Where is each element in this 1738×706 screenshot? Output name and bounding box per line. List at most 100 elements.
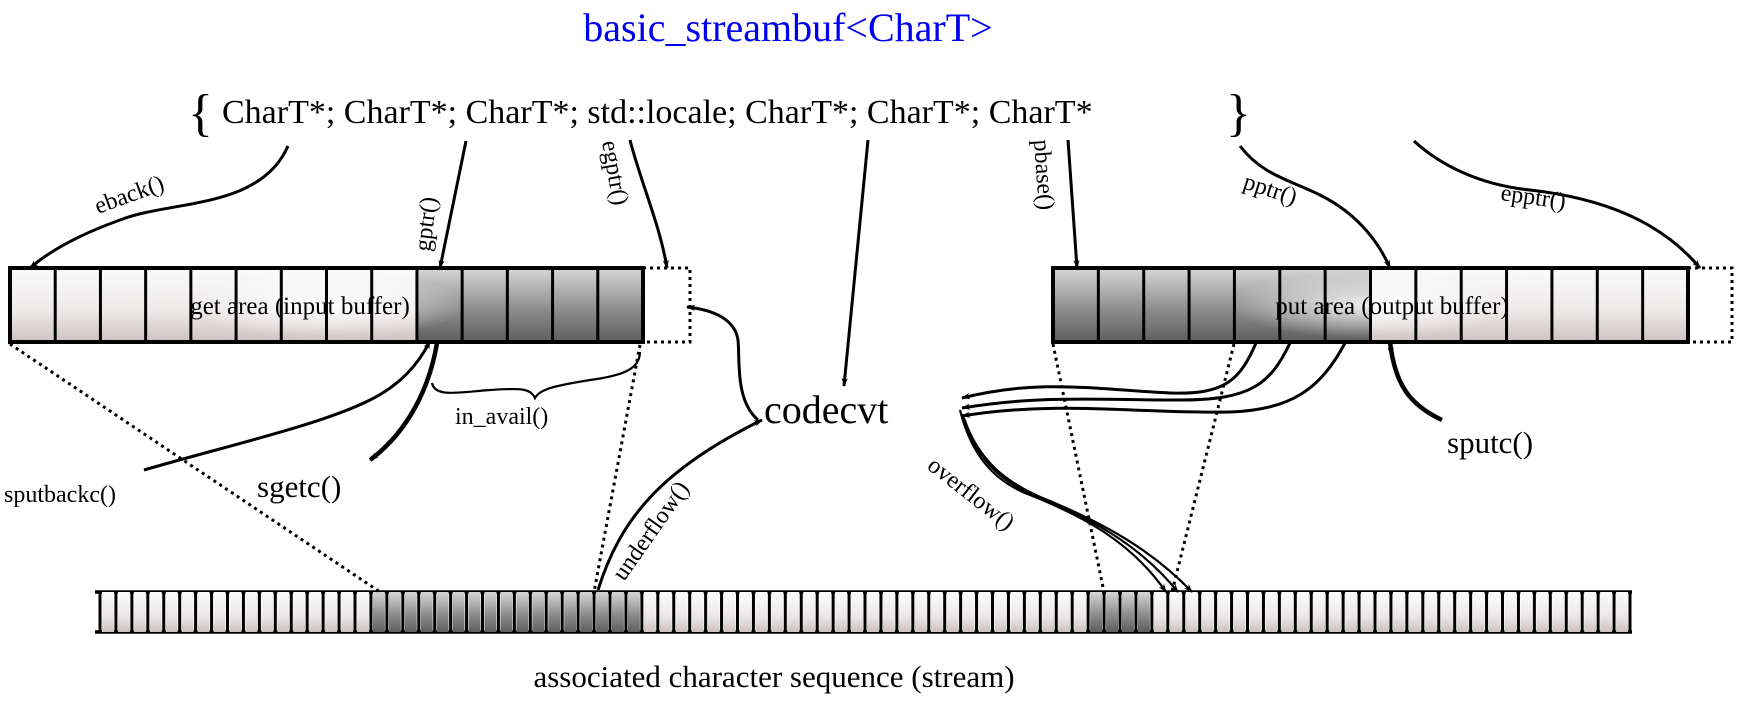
stream-cell	[627, 592, 640, 632]
stream-cell	[1233, 592, 1246, 632]
stream-cell	[1090, 592, 1103, 632]
stream-cell	[643, 592, 656, 632]
stream-cell	[181, 592, 194, 632]
get-area-end-slot	[643, 266, 692, 344]
stream-cell	[1361, 592, 1373, 632]
stream-cell	[1106, 592, 1118, 632]
stream-cell	[1281, 592, 1294, 632]
stream-cell	[1249, 592, 1262, 632]
stream-cell	[1026, 592, 1039, 632]
diagram-title: basic_streambuf<CharT>	[583, 5, 992, 50]
stream-cell	[229, 592, 242, 632]
epptr-arrow	[1412, 139, 1702, 269]
codecvt-to-get-area-arrow	[686, 304, 760, 422]
stream-cell	[372, 592, 385, 632]
stream-cell	[596, 592, 608, 632]
stream-cell	[1552, 592, 1565, 632]
stream-cell	[771, 592, 784, 632]
egptr-label: egptr()	[596, 139, 633, 208]
sgetc-label: sgetc()	[257, 469, 341, 504]
stream-cell	[1010, 592, 1023, 632]
put-area-cell	[1506, 268, 1552, 342]
stream-cell	[1568, 592, 1581, 632]
stream-cell	[309, 592, 322, 632]
stream-cell	[1297, 592, 1310, 632]
get-area-cell	[145, 268, 191, 342]
get-area-buffer	[8, 266, 645, 344]
stream-cell	[1520, 592, 1533, 632]
pbase-label: pbase()	[1028, 139, 1059, 211]
stream-cell	[197, 592, 210, 632]
underflow-label: underflow()	[608, 477, 695, 586]
overflow-label: overflow()	[922, 452, 1019, 536]
stream-sequence	[95, 590, 1632, 634]
gptr-label: gptr()	[410, 195, 442, 252]
put-area-border	[1051, 266, 1690, 344]
stream-cell	[325, 592, 338, 632]
get-area-cell	[100, 268, 146, 342]
stream-cell	[133, 592, 146, 632]
stream-cell	[946, 592, 959, 632]
stream-cell	[102, 592, 114, 632]
stream-cell	[1536, 592, 1549, 632]
stream-cell	[1345, 592, 1358, 632]
epptr-label: epptr()	[1499, 180, 1567, 215]
stream-cell	[484, 592, 497, 632]
stream-cell	[723, 592, 736, 632]
put-area-cell	[1597, 268, 1643, 342]
struct-open-brace: {	[188, 85, 213, 142]
stream-cell	[612, 592, 624, 632]
get-area-border	[8, 266, 645, 344]
stream-cell	[1440, 592, 1453, 632]
stream-cell	[1329, 592, 1342, 632]
gptr-arrow	[438, 140, 468, 269]
sputbackc-arrow	[143, 340, 432, 472]
stream-cell	[819, 592, 832, 632]
stream-cell	[1137, 592, 1150, 632]
underflow-arrow	[596, 418, 763, 591]
sputbackc-label: sputbackc()	[4, 482, 116, 508]
stream-cell	[803, 592, 816, 632]
stream-cell	[149, 592, 162, 632]
stream-cell	[452, 592, 465, 632]
stream-cell	[707, 592, 720, 632]
put-area-label: put area (output buffer)	[1275, 293, 1508, 320]
stream-cell	[1377, 592, 1389, 632]
stream-cell	[1600, 592, 1613, 632]
put-area-cell	[1642, 268, 1688, 342]
stream-cell	[851, 592, 863, 632]
stream-cell	[1313, 592, 1326, 632]
put-area-cell	[1189, 268, 1235, 342]
sputc-arrow	[1387, 341, 1443, 423]
stream-cell	[420, 592, 433, 632]
stream-cell	[1058, 592, 1071, 632]
stream-cell	[1265, 592, 1278, 632]
eback-arrow	[29, 145, 290, 270]
in-avail-label: in_avail()	[455, 404, 548, 430]
stream-cell	[1042, 592, 1055, 632]
stream-cell	[293, 592, 306, 632]
stream-cell	[739, 592, 752, 632]
codecvt-label: codecvt	[764, 387, 888, 432]
stream-cell	[1169, 592, 1182, 632]
stream-cell	[341, 592, 353, 632]
stream-cell	[277, 592, 290, 632]
get-area-cell	[507, 268, 553, 342]
pptr-label: pptr()	[1240, 169, 1300, 211]
stream-cell	[388, 592, 401, 632]
stream-cell	[1217, 592, 1230, 632]
stream-cell	[1074, 592, 1087, 632]
stream-cell	[1504, 592, 1517, 632]
get-area-label: get area (input buffer)	[190, 293, 410, 320]
stream-cell	[835, 592, 848, 632]
eback-label: eback()	[91, 171, 168, 220]
stream-cell	[898, 592, 911, 632]
put-area-projection-right	[1170, 343, 1236, 593]
stream-cell	[404, 592, 417, 632]
stream-cell	[436, 592, 449, 632]
stream-cell	[1424, 592, 1437, 632]
get-area-cell	[55, 268, 101, 342]
stream-cell	[755, 592, 768, 632]
stream-cell	[1201, 592, 1214, 632]
put-area-buffer	[1051, 266, 1690, 344]
